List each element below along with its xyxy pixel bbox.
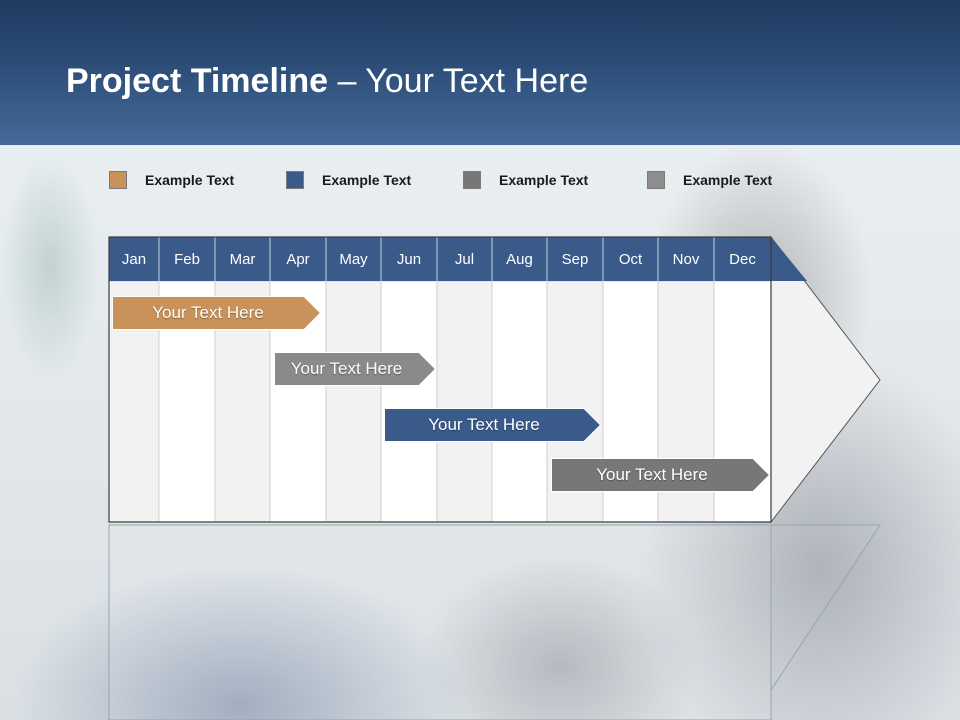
legend-swatch-1: [109, 171, 127, 189]
month-label-jan: Jan: [121, 250, 147, 268]
month-column-jul: [436, 280, 493, 523]
month-label-sep: Sep: [561, 250, 589, 268]
task-label-1: Your Text Here: [152, 303, 264, 322]
month-bar-arrow-tip: [771, 237, 807, 281]
title-subtitle: Your Text Here: [365, 62, 589, 100]
task-bar-1: Your Text Here: [112, 296, 321, 330]
month-bar: [109, 237, 771, 281]
task-bar-3: Your Text Here: [384, 408, 601, 442]
month-label-feb: Feb: [174, 250, 200, 268]
month-label-nov: Nov: [672, 250, 700, 268]
task-arrow-shape: [274, 352, 436, 386]
task-label-2: Your Text Here: [290, 359, 403, 378]
legend-label-2: Example Text: [322, 172, 412, 188]
task-arrow-shape: [384, 408, 601, 442]
timeline-reflection-box: [108, 524, 772, 720]
month-label-dec: Dec: [729, 250, 756, 268]
page-title: Project Timeline – Your Text Here: [66, 60, 588, 102]
month-label-mar: Mar: [229, 250, 256, 268]
month-label-jun: Jun: [396, 250, 422, 268]
timeline-frame: [108, 236, 772, 523]
task-bar-4: Your Text Here: [551, 458, 770, 492]
legend-swatch-3: [463, 171, 481, 189]
month-label-oct: Oct: [618, 250, 643, 268]
month-column-jun: [380, 280, 438, 523]
task-label-4: Your Text Here: [596, 465, 708, 484]
timeline-reflection-arrow: [770, 524, 881, 692]
legend-label-4: Example Text: [683, 172, 773, 188]
task-bar-2: Your Text Here: [274, 352, 436, 386]
legend-swatch-4: [647, 171, 665, 189]
month-label-apr: Apr: [286, 250, 310, 268]
month-column-aug: [491, 280, 548, 523]
legend-swatch-2: [286, 171, 304, 189]
task-label-3: Your Text Here: [428, 415, 540, 434]
month-label-may: May: [339, 250, 368, 268]
legend-label-3: Example Text: [499, 172, 589, 188]
month-dividers: [158, 237, 715, 281]
title-bold: Project Timeline: [66, 62, 329, 100]
title-separator: –: [328, 62, 366, 100]
legend-label-1: Example Text: [145, 172, 235, 188]
month-label-jul: Jul: [454, 250, 475, 268]
month-column-may: [325, 280, 382, 523]
title-banner: Project Timeline – Your Text Here: [0, 0, 960, 145]
task-arrow-shape: [551, 458, 770, 492]
month-label-aug: Aug: [506, 250, 533, 268]
task-arrow-shape: [112, 296, 321, 330]
